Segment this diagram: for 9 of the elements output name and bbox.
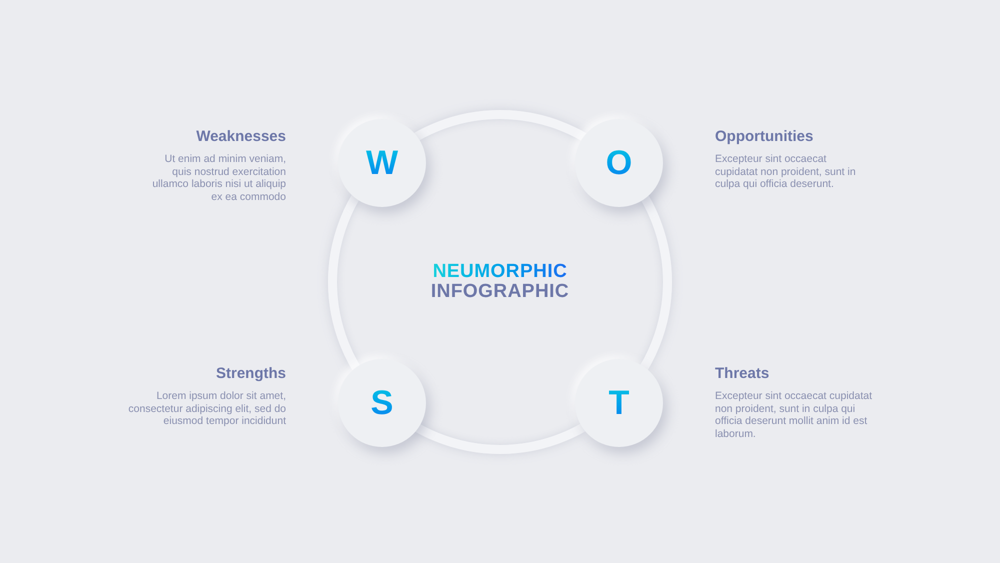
- heading-text: Weaknesses: [196, 127, 286, 147]
- body-text: Excepteur sint occaecat cupidatat non proident, sunt in culpa qui officia deserunt.: [715, 153, 857, 190]
- body-text: Lorem ipsum dolor sit amet, consectetur adipiscing elit, sed do eiusmod tempor incididunt: [128, 390, 286, 428]
- heading-text: Opportunities: [715, 127, 814, 147]
- body-text: Ut enim ad minim veniam, quis nostrud exercitation ullamco laboris nisi ut aliquip ex ea commodo: [151, 153, 286, 203]
- body-text: Excepteur sint occaecat cupidatat non proident, sunt in culpa qui officia deserunt mollit anim id est laborum.: [715, 390, 874, 440]
- heading-text: Strengths: [216, 364, 286, 384]
- heading-text: Threats: [715, 364, 770, 384]
- title-text: INFOGRAPHIC: [430, 282, 570, 302]
